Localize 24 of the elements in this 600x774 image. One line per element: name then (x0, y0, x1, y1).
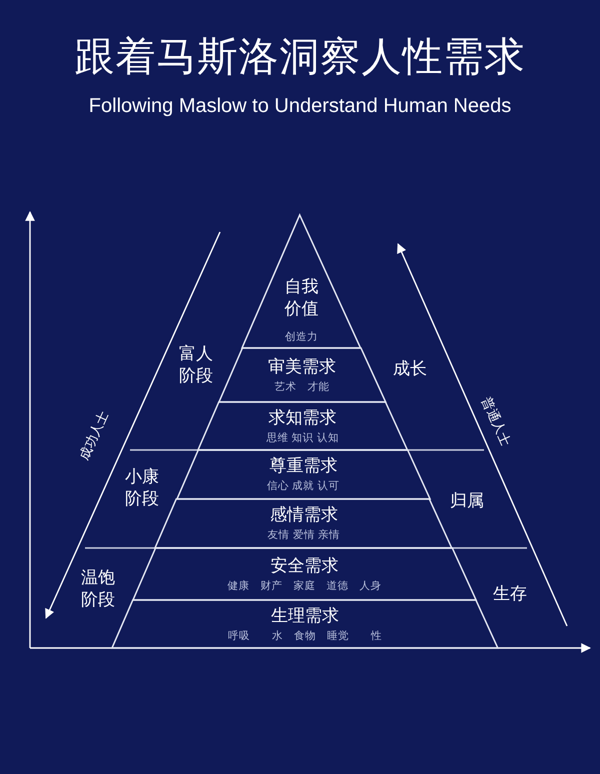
level-examples: 友情 爱情 亲情 (267, 528, 340, 543)
level-examples: 创造力 (285, 330, 318, 345)
level-title: 求知需求 (268, 406, 337, 428)
stage-label: 小康阶段 (124, 466, 160, 510)
title: 跟着马斯洛洞察人性需求 (74, 33, 526, 82)
arrow-label: 普通人士 (477, 394, 514, 451)
arrow-label: 成功人士 (76, 408, 114, 465)
level-examples: 思维 知识 认知 (266, 430, 340, 446)
stage-label: 归属 (449, 490, 485, 512)
level-examples: 呼吸 水 食物 睡觉 性 (228, 628, 382, 644)
stage-label: 成长 (392, 358, 428, 380)
level-title: 安全需求 (270, 554, 338, 576)
stage-label: 生存 (492, 583, 528, 605)
stage-label: 富人阶段 (178, 343, 214, 387)
level-examples: 艺术 才能 (274, 380, 330, 394)
level-examples: 信心 成就 认可 (266, 479, 340, 494)
level-title: 自我价值 (284, 276, 320, 320)
level-title: 生理需求 (270, 604, 339, 626)
level-title: 感情需求 (270, 504, 338, 526)
level-examples: 健康 财产 家庭 道德 人身 (227, 578, 382, 594)
stage-label: 温饱阶段 (80, 567, 116, 611)
level-title: 尊重需求 (269, 455, 338, 477)
level-title: 审美需求 (268, 356, 336, 378)
subtitle: Following Maslow to Understand Human Needs (88, 94, 512, 119)
